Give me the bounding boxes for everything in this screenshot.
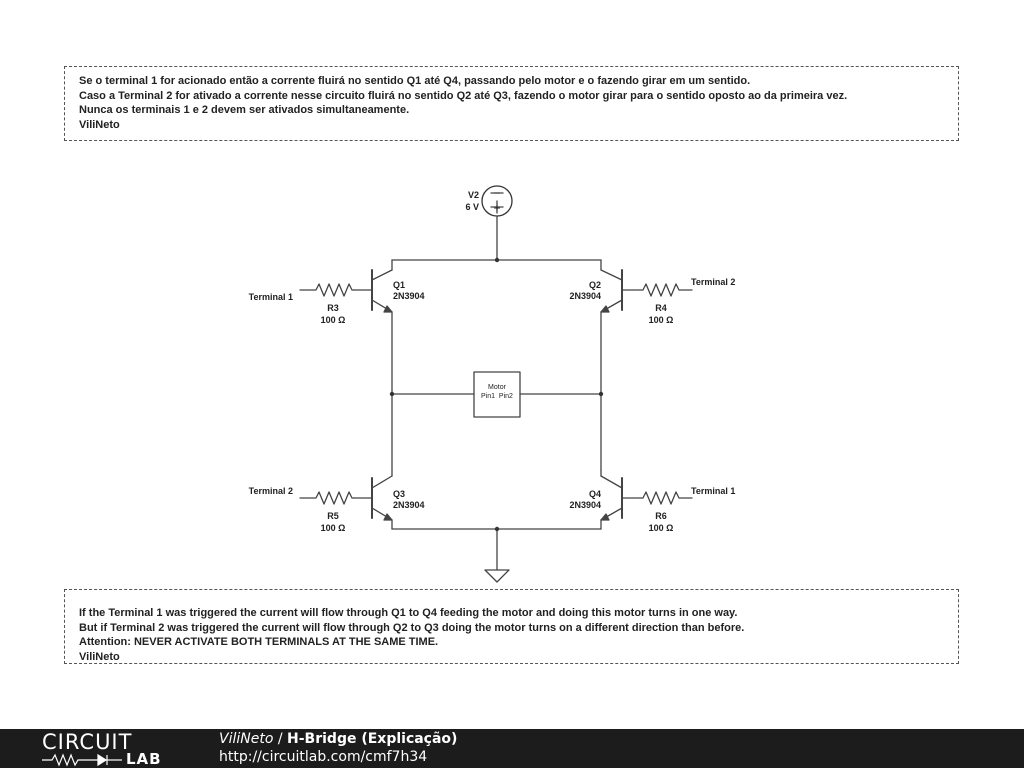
h-bridge-schematic: − + V2 6 V Q1 2N3904 Q2 2N3904 Q3 2N3904… xyxy=(249,185,735,583)
q1-part: 2N3904 xyxy=(393,291,425,301)
q1-label: Q1 xyxy=(393,280,405,290)
note-pt-author: ViliNeto xyxy=(79,118,120,131)
resistor-r3 xyxy=(299,283,356,297)
motor-pins: Pin1 Pin2 xyxy=(481,393,513,400)
motor-label: Motor xyxy=(488,384,507,391)
transistor-q4 xyxy=(600,469,641,521)
note-pt-line-3: Nunca os terminais 1 e 2 devem ser ativa… xyxy=(79,104,410,116)
footer-separator: / xyxy=(273,731,288,747)
terminal-q1-label: Terminal 1 xyxy=(249,292,293,302)
ground-symbol xyxy=(484,569,510,583)
resistor-diode-icon xyxy=(42,753,122,767)
r4-value: 100 Ω xyxy=(649,315,674,325)
resistor-r5 xyxy=(299,491,356,505)
r3-label: R3 xyxy=(327,303,339,313)
transistor-q3 xyxy=(354,469,393,521)
footer-url-link[interactable]: http://circuitlab.com/cmf7h34 xyxy=(219,749,428,765)
terminal-q4-label: Terminal 1 xyxy=(691,486,735,496)
note-portuguese: Se o terminal 1 for acionado então a cor… xyxy=(64,66,959,141)
r4-label: R4 xyxy=(655,303,667,313)
footer-title: ViliNeto / H-Bridge (Explicação) xyxy=(219,731,457,747)
logo-text-bottom: LAB xyxy=(126,750,162,768)
logo-text-top: CIRCUIT xyxy=(42,730,133,754)
note-en-line-1: If the Terminal 1 was triggered the curr… xyxy=(79,607,738,619)
q3-label: Q3 xyxy=(393,489,405,499)
q2-part: 2N3904 xyxy=(569,291,601,301)
note-en-line-2: But if Terminal 2 was triggered the curr… xyxy=(79,621,745,634)
r6-value: 100 Ω xyxy=(649,523,674,533)
terminal-q3-label: Terminal 2 xyxy=(249,486,293,496)
footer-author-link[interactable]: ViliNeto xyxy=(219,731,274,747)
resistor-r6 xyxy=(639,491,693,505)
minus-sign: − xyxy=(493,186,500,200)
q4-part: 2N3904 xyxy=(569,500,601,510)
q4-label: Q4 xyxy=(589,489,601,499)
circuitlab-logo[interactable]: CIRCUIT LAB xyxy=(42,731,182,767)
footer-project-name[interactable]: H-Bridge (Explicação) xyxy=(287,731,458,747)
transistor-q2 xyxy=(600,269,641,313)
note-pt-line-1: Se o terminal 1 for acionado então a cor… xyxy=(79,75,751,87)
footer-bar: CIRCUIT LAB ViliNeto / H-Bridge (Explica… xyxy=(0,729,1024,768)
plus-sign: + xyxy=(493,201,500,215)
v2-label: V2 xyxy=(468,190,479,200)
note-en-line-3: Attention: NEVER ACTIVATE BOTH TERMINALS… xyxy=(79,636,439,648)
q2-label: Q2 xyxy=(589,280,601,290)
note-en-author: ViliNeto xyxy=(79,650,120,663)
note-pt-line-2: Caso a Terminal 2 for ativado a corrente… xyxy=(79,89,848,102)
terminal-q2-label: Terminal 2 xyxy=(691,277,735,287)
r5-label: R5 xyxy=(327,511,339,521)
r3-value: 100 Ω xyxy=(321,315,346,325)
r6-label: R6 xyxy=(655,511,667,521)
transistor-q1 xyxy=(354,269,393,313)
motor xyxy=(473,371,521,418)
v2-value: 6 V xyxy=(465,202,479,212)
note-english: If the Terminal 1 was triggered the curr… xyxy=(64,589,959,664)
r5-value: 100 Ω xyxy=(321,523,346,533)
resistor-r4 xyxy=(639,283,693,297)
q3-part: 2N3904 xyxy=(393,500,425,510)
